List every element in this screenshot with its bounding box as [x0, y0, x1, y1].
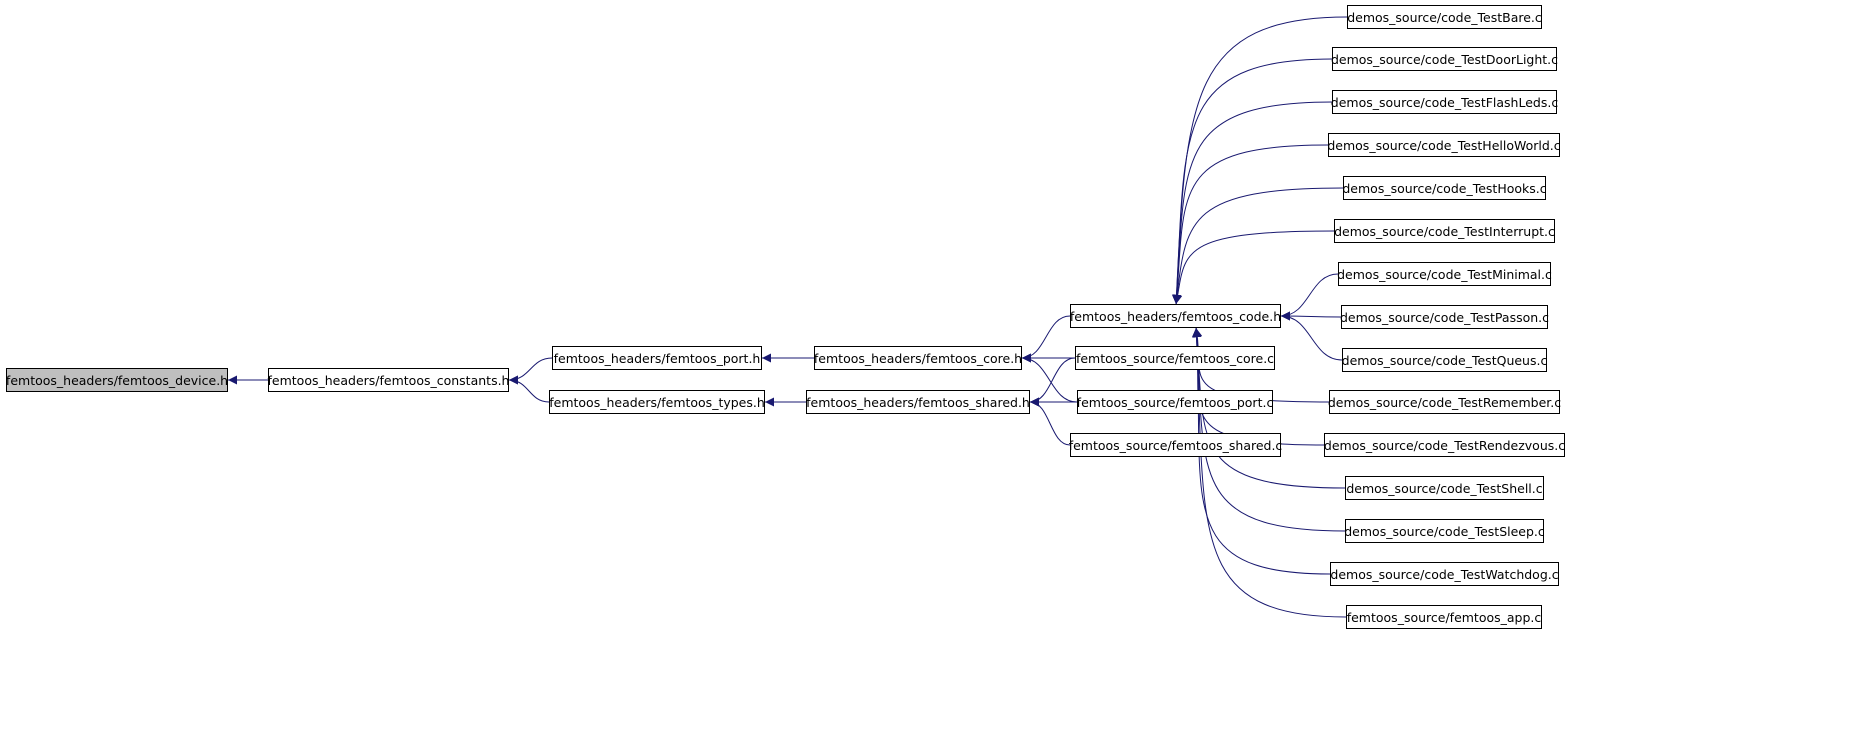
node-code-testshell-c[interactable]: demos_source/code_TestShell.c — [1345, 476, 1544, 500]
node-femtoos-device-h: femtoos_headers/femtoos_device.h — [6, 368, 228, 392]
edge-hooks-to-code_h — [1172, 187, 1344, 305]
edge-minimal-to-code_h — [1280, 273, 1339, 321]
node-femtoos-core-c[interactable]: femtoos_source/femtoos_core.c — [1075, 346, 1275, 370]
edge-port_h-to-constants — [508, 357, 553, 385]
node-femtoos-shared-h[interactable]: femtoos_headers/femtoos_shared.h — [806, 390, 1030, 414]
node-code-testhelloworld-c[interactable]: demos_source/code_TestHelloWorld.c — [1327, 133, 1561, 157]
node-femtoos-port-h[interactable]: femtoos_headers/femtoos_port.h — [552, 346, 762, 370]
node-femtoos-core-h[interactable]: femtoos_headers/femtoos_core.h — [814, 346, 1022, 370]
node-code-testhooks-c[interactable]: demos_source/code_TestHooks.c — [1342, 176, 1547, 200]
node-code-testsleep-c[interactable]: demos_source/code_TestSleep.c — [1344, 519, 1545, 543]
node-code-testpasson-c[interactable]: demos_source/code_TestPasson.c — [1340, 305, 1549, 329]
node-code-testremember-c[interactable]: demos_source/code_TestRemember.c — [1328, 390, 1561, 414]
edge-code_h-to-core_h — [1021, 315, 1071, 363]
edge-interrupt-to-code_h — [1173, 230, 1335, 305]
node-code-testdoorlight-c[interactable]: demos_source/code_TestDoorLight.c — [1331, 47, 1558, 71]
edge-core_c-to-shared_h — [1029, 357, 1076, 407]
node-femtoos-shared-c[interactable]: femtoos_source/femtoos_shared.c — [1069, 433, 1282, 457]
node-femtoos-constants-h[interactable]: femtoos_headers/femtoos_constants.h — [268, 368, 509, 392]
node-code-testqueus-c[interactable]: demos_source/code_TestQueus.c — [1342, 348, 1547, 372]
node-code-testinterrupt-c[interactable]: demos_source/code_TestInterrupt.c — [1334, 219, 1555, 243]
node-femtoos-types-h[interactable]: femtoos_headers/femtoos_types.h — [549, 390, 765, 414]
edge-helloworld-to-code_h — [1172, 144, 1329, 305]
node-femtoos-app-c[interactable]: femtoos_source/femtoos_app.c — [1346, 605, 1542, 629]
edge-doorlight-to-code_h — [1172, 58, 1333, 305]
edge-types_h-to-constants — [508, 375, 550, 403]
node-code-testrendezvous-c[interactable]: demos_source/code_TestRendezvous.c — [1324, 433, 1565, 457]
node-code-testwatchdog-c[interactable]: demos_source/code_TestWatchdog.c — [1330, 562, 1559, 586]
edge-passon-to-code_h — [1280, 311, 1342, 321]
edge-flashleds-to-code_h — [1172, 101, 1333, 305]
edge-sleep-to-code_h — [1192, 327, 1346, 532]
edge-port_c-to-core_h — [1021, 353, 1078, 403]
edge-shared_c-to-shared_h — [1029, 397, 1071, 446]
edge-bare-to-code_h — [1172, 16, 1348, 305]
node-code-testflashleds-c[interactable]: demos_source/code_TestFlashLeds.c — [1331, 90, 1558, 114]
edge-queus-to-code_h — [1280, 311, 1343, 361]
node-femtoos-code-h[interactable]: femtoos_headers/femtoos_code.h — [1070, 304, 1281, 328]
node-code-testminimal-c[interactable]: demos_source/code_TestMinimal.c — [1337, 262, 1552, 286]
node-code-testbare-c[interactable]: demos_source/code_TestBare.c — [1347, 5, 1542, 29]
node-femtoos-port-c[interactable]: femtoos_source/femtoos_port.c — [1077, 390, 1273, 414]
